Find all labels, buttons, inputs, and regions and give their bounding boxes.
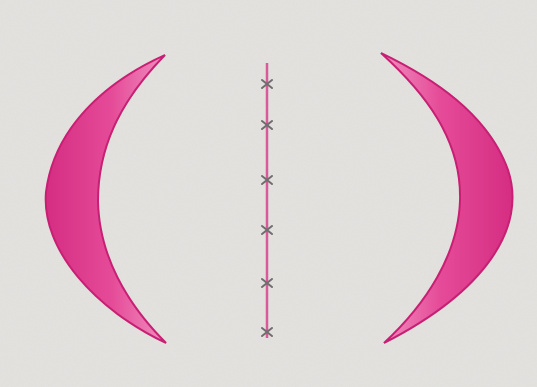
diagram-canvas xyxy=(0,0,537,387)
diagram-svg xyxy=(0,0,537,387)
